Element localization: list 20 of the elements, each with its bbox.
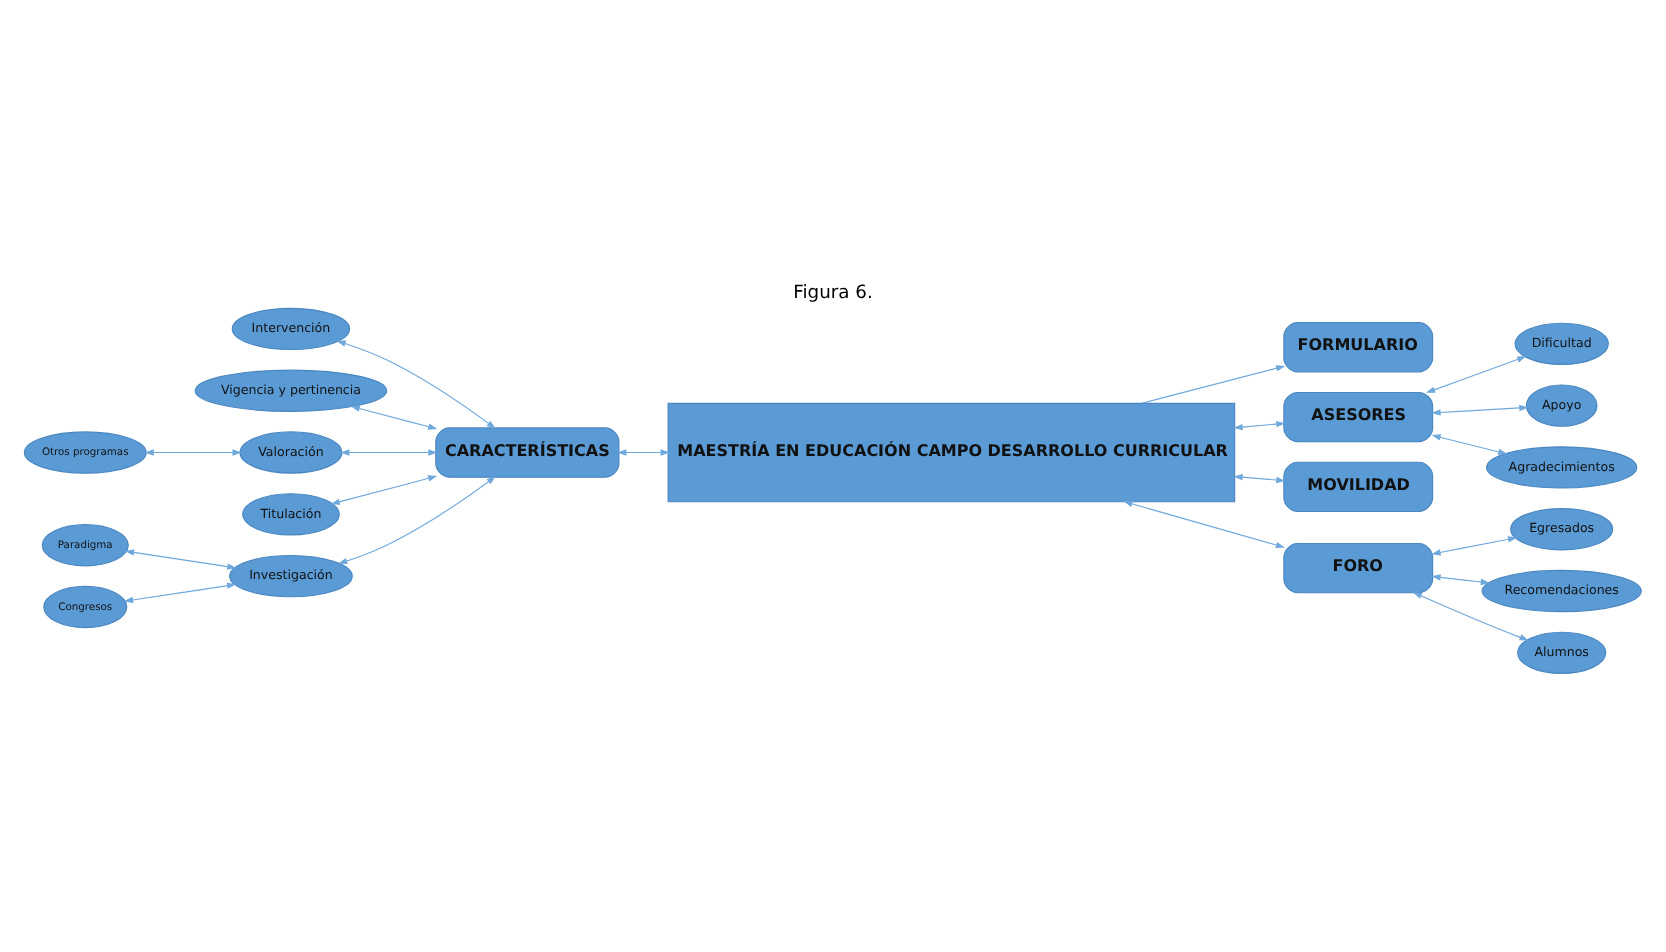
diagram-title: Figura 6. <box>793 283 873 304</box>
arrow <box>1431 404 1529 416</box>
arrow <box>330 475 438 505</box>
arrow <box>336 340 496 429</box>
arrow <box>124 549 237 570</box>
arrow <box>338 476 496 565</box>
arrow <box>1141 365 1286 404</box>
arrow <box>350 405 438 430</box>
arrow <box>1431 536 1518 556</box>
arrow <box>1233 420 1286 431</box>
arrow <box>1123 500 1286 549</box>
arrow <box>617 449 670 456</box>
arrow <box>340 449 438 456</box>
arrow <box>1431 574 1490 586</box>
arrow <box>144 449 242 456</box>
arrow <box>1425 356 1527 393</box>
arrow <box>1233 473 1286 484</box>
arrow <box>1431 434 1508 455</box>
arrow <box>1412 592 1529 641</box>
arrow <box>123 582 237 604</box>
